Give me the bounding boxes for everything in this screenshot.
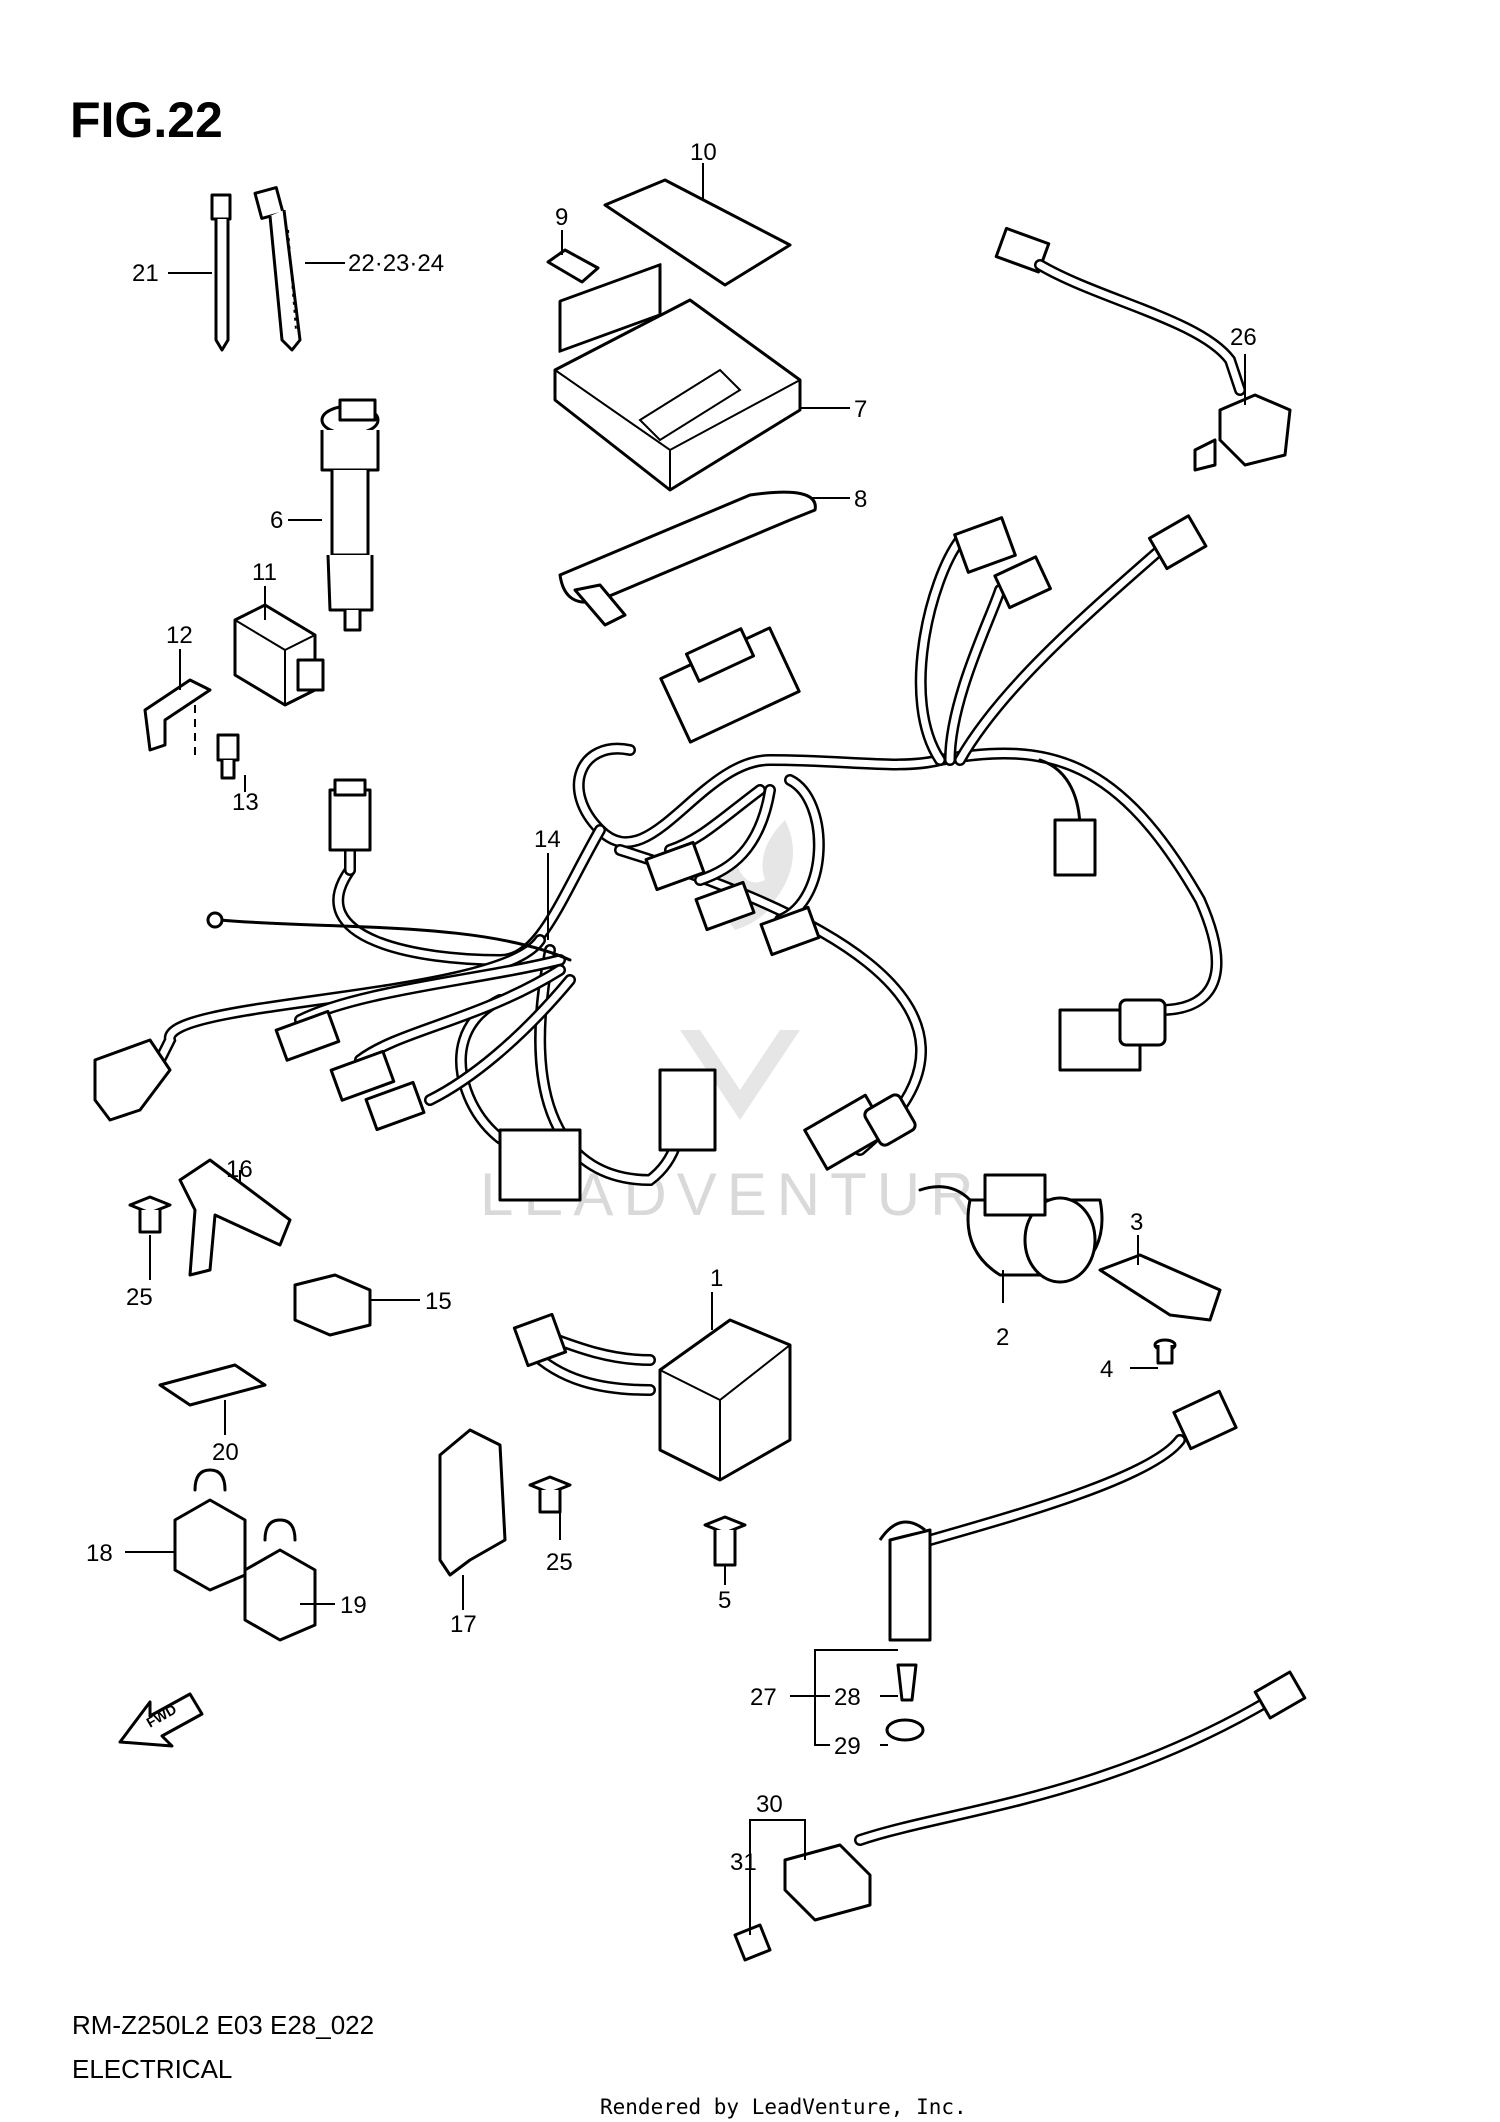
callout-9: 9 xyxy=(555,204,568,231)
callout-6: 6 xyxy=(270,507,283,534)
cable-tie-long xyxy=(253,186,302,352)
callout-25-lower: 25 xyxy=(546,1549,573,1576)
resistor-block xyxy=(293,1273,372,1337)
forward-direction-arrow: FWD xyxy=(118,1692,204,1748)
fuse-box-lead-30 xyxy=(783,1670,1307,1922)
rubber-band xyxy=(558,490,817,627)
relay-bracket xyxy=(143,678,212,752)
section-name: ELECTRICAL xyxy=(72,2054,232,2084)
bracket-16 xyxy=(178,1158,292,1277)
model-code: RM-Z250L2 E03 E28_022 xyxy=(72,2010,374,2040)
bracket-3 xyxy=(1098,1253,1222,1322)
callout-20: 20 xyxy=(212,1439,239,1466)
screw-4 xyxy=(1153,1338,1177,1365)
callout-3: 3 xyxy=(1130,1209,1143,1236)
fuse-31 xyxy=(733,1923,772,1962)
ignition-coil xyxy=(320,398,380,632)
callout-1: 1 xyxy=(710,1265,723,1292)
callout-25-upper: 25 xyxy=(126,1284,153,1311)
bolt-5 xyxy=(703,1515,747,1567)
callout-31: 31 xyxy=(730,1849,757,1876)
bracket-17 xyxy=(438,1428,507,1577)
callout-4: 4 xyxy=(1100,1356,1113,1383)
callout-28: 28 xyxy=(834,1684,861,1711)
regulator xyxy=(512,1312,792,1482)
main-wiring-harness xyxy=(93,514,1223,1202)
callout-18: 18 xyxy=(86,1540,113,1567)
capacitor xyxy=(918,1173,1104,1284)
leader-lines xyxy=(125,163,1246,1935)
bolt-25-lower xyxy=(528,1475,572,1514)
callout-13: 13 xyxy=(232,789,259,816)
callout-26: 26 xyxy=(1230,324,1257,351)
callout-11: 11 xyxy=(252,559,277,586)
callout-7: 7 xyxy=(854,396,867,423)
fuse-holder-18 xyxy=(173,1468,247,1592)
relay xyxy=(233,603,325,707)
cushion-pad xyxy=(546,248,600,284)
sensor-assembly-27 xyxy=(878,1389,1238,1642)
callout-21: 21 xyxy=(132,260,159,287)
pad-20 xyxy=(158,1363,267,1407)
bolt xyxy=(216,733,240,780)
callout-15: 15 xyxy=(425,1288,452,1315)
callout-8: 8 xyxy=(854,486,867,513)
ecm-unit xyxy=(553,263,802,492)
callout-19: 19 xyxy=(340,1592,367,1619)
callout-labels: 1 2 3 4 5 6 7 8 9 10 11 12 13 14 15 16 1… xyxy=(86,139,1257,1876)
callout-22-23-24: 22·23·24 xyxy=(348,250,444,277)
sensor-28 xyxy=(896,1663,918,1702)
label-sheet xyxy=(603,178,792,287)
callout-27: 27 xyxy=(750,1684,777,1711)
sensor-26 xyxy=(994,226,1292,472)
callout-17: 17 xyxy=(450,1611,477,1638)
render-credit: Rendered by LeadVenture, Inc. xyxy=(600,2095,967,2119)
callout-29: 29 xyxy=(834,1733,861,1760)
figure-title: FIG.22 xyxy=(70,92,223,148)
callout-16: 16 xyxy=(226,1156,253,1183)
bolt-25-upper xyxy=(128,1195,172,1234)
grommet-29 xyxy=(885,1718,925,1742)
callout-12: 12 xyxy=(166,622,193,649)
callout-10: 10 xyxy=(690,139,717,166)
cable-tie-short xyxy=(210,193,232,352)
fuse-holder-19 xyxy=(243,1518,317,1642)
callout-5: 5 xyxy=(718,1587,731,1614)
callout-2: 2 xyxy=(996,1324,1009,1351)
callout-30: 30 xyxy=(756,1791,783,1818)
callout-14: 14 xyxy=(534,826,561,853)
